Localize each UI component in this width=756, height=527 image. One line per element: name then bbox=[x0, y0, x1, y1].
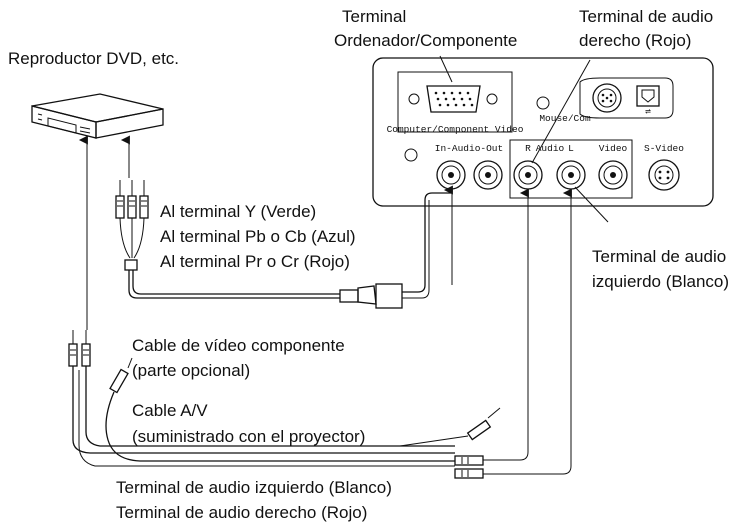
screw-icon bbox=[408, 93, 420, 105]
vga-port-icon bbox=[426, 85, 481, 113]
av-plug-end-red-icon bbox=[454, 455, 500, 466]
vga-pins bbox=[434, 91, 474, 107]
callout-audio-left bbox=[574, 186, 609, 223]
av-plug-white-icon bbox=[68, 330, 78, 367]
audio-right-label-line2: derecho (Rojo) bbox=[579, 31, 691, 50]
audio-left-label-line2: izquierdo (Blanco) bbox=[592, 272, 729, 291]
projector-panel: Computer/Component Video ⇌ Mouse/Com In-… bbox=[372, 57, 714, 207]
callout-lines bbox=[439, 55, 609, 223]
bottom-audio-right-label: Terminal de audio derecho (Rojo) bbox=[116, 503, 367, 522]
mouse-com-area bbox=[579, 77, 674, 119]
callout-computer-terminal bbox=[439, 55, 453, 83]
av-cable-label-line1: Cable A/V bbox=[132, 401, 208, 420]
s-video-label: S-Video bbox=[644, 143, 684, 154]
rca-plug-y-icon bbox=[115, 180, 125, 219]
vga-plug-icon bbox=[357, 285, 377, 305]
bottom-audio-left-label: Terminal de audio izquierdo (Blanco) bbox=[116, 478, 392, 497]
rca-plug-pb-icon bbox=[127, 180, 137, 219]
audio-label: Audio bbox=[536, 143, 565, 154]
av-cable bbox=[68, 330, 501, 479]
s-video-port-icon bbox=[648, 159, 680, 191]
av-plug-end-white-icon bbox=[454, 468, 500, 479]
screw-icon bbox=[536, 96, 550, 110]
screw-icon bbox=[486, 93, 498, 105]
component-cable-label-line2: (parte opcional) bbox=[132, 361, 250, 380]
arrow-to-audio-right bbox=[500, 188, 529, 461]
rca-plug-pr-icon bbox=[139, 180, 149, 219]
pr-red-label: Al terminal Pr o Cr (Rojo) bbox=[160, 252, 350, 271]
usb-port-icon bbox=[636, 85, 660, 107]
mouse-com-port-icon bbox=[592, 83, 622, 113]
audio-left-label-line1: Terminal de audio bbox=[592, 247, 726, 266]
callout-audio-right bbox=[531, 59, 591, 164]
av-plug-video-icon bbox=[109, 357, 133, 394]
video-label: Video bbox=[599, 143, 628, 154]
y-green-label: Al terminal Y (Verde) bbox=[160, 202, 316, 221]
av-plug-red-icon bbox=[81, 330, 91, 367]
dvd-label: Reproductor DVD, etc. bbox=[8, 49, 179, 68]
arrow-to-audio-left bbox=[500, 188, 572, 475]
computer-component-video-label: Computer/Component Video bbox=[387, 124, 524, 135]
pb-blue-label: Al terminal Pb o Cb (Azul) bbox=[160, 227, 356, 246]
audio-right-label-line1: Terminal de audio bbox=[579, 7, 713, 26]
terminal-label-line1: Terminal bbox=[342, 7, 406, 26]
video-jack-icon bbox=[598, 160, 628, 190]
component-cable-label-line1: Cable de vídeo componente bbox=[132, 336, 345, 355]
usb-icon: ⇌ bbox=[645, 106, 651, 117]
dvd-player-icon bbox=[31, 93, 164, 139]
connection-arrows bbox=[78, 135, 572, 475]
screw-icon bbox=[404, 148, 418, 162]
component-video-cable bbox=[115, 180, 453, 309]
terminal-label-line2: Ordenador/Componente bbox=[334, 31, 517, 50]
computer-terminal-area bbox=[397, 71, 513, 133]
audio-l-label: L bbox=[568, 143, 574, 154]
audio-out-jack-icon bbox=[473, 160, 503, 190]
av-cable-label-line2: (suministrado con el proyector) bbox=[132, 427, 365, 446]
mouse-com-label: Mouse/Com bbox=[539, 113, 591, 124]
audio-r-label: R bbox=[525, 143, 531, 154]
in-audio-out-label: In-Audio-Out bbox=[435, 143, 503, 154]
av-plug-end-video-icon bbox=[399, 407, 501, 447]
